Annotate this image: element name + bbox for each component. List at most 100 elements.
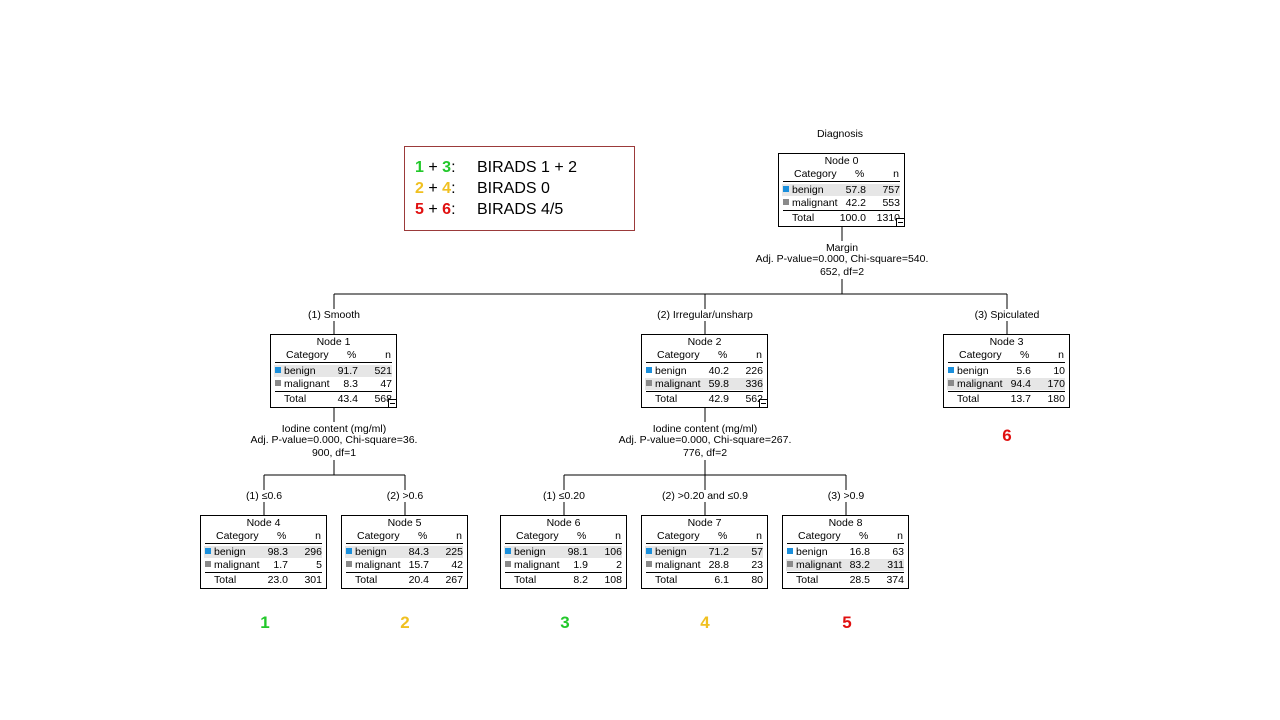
row-pct: 100.0 xyxy=(839,212,866,224)
row-pct: 15.7 xyxy=(408,559,429,571)
row-n: 757 xyxy=(882,184,900,196)
row-category: benign xyxy=(284,365,316,377)
row-pct: 8.3 xyxy=(343,378,358,390)
row-pct: 71.2 xyxy=(708,546,729,558)
split-variable: Iodine content (mg/ml) xyxy=(281,423,387,435)
legend-plus: + xyxy=(428,159,438,176)
row-category: Total xyxy=(655,574,678,586)
row-category: Total xyxy=(957,393,980,405)
header-divider xyxy=(646,362,763,363)
row-n: 1310 xyxy=(876,212,900,224)
row-category: benign xyxy=(655,546,687,558)
row-n: 57 xyxy=(751,546,763,558)
row-malignant: malignant 15.7 42 xyxy=(345,559,463,571)
row-total: Total 23.0 301 xyxy=(204,574,322,586)
legend-plus: + xyxy=(428,201,438,218)
group-number: 4 xyxy=(700,613,710,632)
header-divider xyxy=(275,362,392,363)
row-n: 108 xyxy=(604,574,622,586)
row-pct: 20.4 xyxy=(408,574,429,586)
row-n: 2 xyxy=(616,559,622,571)
collapse-toggle[interactable] xyxy=(896,218,905,227)
split-stats-cont: 900, df=1 xyxy=(311,447,357,459)
row-category: Total xyxy=(655,393,678,405)
row-category: malignant xyxy=(792,197,838,209)
row-n: 80 xyxy=(751,574,763,586)
row-malignant: malignant 42.2 553 xyxy=(782,197,900,209)
row-n: 568 xyxy=(374,393,392,405)
total-divider xyxy=(646,572,763,573)
legend-label: BIRADS 4/5 xyxy=(477,201,564,218)
benign-swatch xyxy=(346,548,352,554)
row-malignant: malignant 1.7 5 xyxy=(204,559,322,571)
row-pct: 5.6 xyxy=(1016,365,1031,377)
row-malignant: malignant 28.8 23 xyxy=(645,559,763,571)
legend-group-a: 5 xyxy=(415,201,424,218)
tree-node-5: Node 5 Category % n benign 84.3 225 mali… xyxy=(341,515,468,589)
row-category: Total xyxy=(796,574,819,586)
group-number: 6 xyxy=(1002,426,1012,445)
row-category: malignant xyxy=(796,559,842,571)
row-pct: 91.7 xyxy=(337,365,358,377)
header-category: Category xyxy=(216,530,259,542)
row-benign: benign 57.8 757 xyxy=(782,184,900,196)
collapse-toggle[interactable] xyxy=(388,399,397,408)
node-header: Category % n xyxy=(201,530,326,542)
collapse-toggle[interactable] xyxy=(759,399,768,408)
row-pct: 84.3 xyxy=(408,546,429,558)
header-n: n xyxy=(1058,349,1064,361)
row-pct: 94.4 xyxy=(1010,378,1031,390)
row-category: malignant xyxy=(655,378,701,390)
row-benign: benign 98.3 296 xyxy=(204,546,322,558)
row-pct: 83.2 xyxy=(849,559,870,571)
row-pct: 98.1 xyxy=(567,546,588,558)
branch-label: (1) ≤0.20 xyxy=(524,490,604,502)
total-divider xyxy=(948,391,1065,392)
row-n: 42 xyxy=(451,559,463,571)
group-number: 1 xyxy=(260,613,270,632)
malignant-swatch xyxy=(205,561,211,567)
legend-colon: : xyxy=(451,201,456,218)
node-header: Category % n xyxy=(342,530,467,542)
header-n: n xyxy=(615,530,621,542)
malignant-swatch xyxy=(646,380,652,386)
row-pct: 57.8 xyxy=(845,184,866,196)
node-title: Node 3 xyxy=(989,336,1024,348)
split-stats: Adj. P-value=0.000, Chi-square=267. xyxy=(618,434,792,446)
row-pct: 42.2 xyxy=(845,197,866,209)
row-n: 47 xyxy=(380,378,392,390)
total-divider xyxy=(205,572,322,573)
row-total: Total 13.7 180 xyxy=(947,393,1065,405)
row-category: Total xyxy=(792,212,815,224)
header-n: n xyxy=(756,530,762,542)
legend-box: 1 + 3: BIRADS 1 + 2 2 + 4: BIRADS 0 5 + … xyxy=(404,146,635,231)
row-benign: benign 91.7 521 xyxy=(274,365,392,377)
row-n: 5 xyxy=(316,559,322,571)
row-n: 301 xyxy=(304,574,322,586)
branch-label: (1) Smooth xyxy=(274,309,394,321)
total-divider xyxy=(346,572,463,573)
row-n: 225 xyxy=(445,546,463,558)
split-stats: Adj. P-value=0.000, Chi-square=36. xyxy=(250,434,418,446)
malignant-swatch xyxy=(783,199,789,205)
row-n: 521 xyxy=(374,365,392,377)
row-pct: 13.7 xyxy=(1010,393,1031,405)
row-n: 106 xyxy=(604,546,622,558)
row-pct: 6.1 xyxy=(714,574,729,586)
tree-node-0: Node 0 Category % n benign 57.8 757 mali… xyxy=(778,153,905,227)
header-divider xyxy=(646,543,763,544)
malignant-swatch xyxy=(948,380,954,386)
header-n: n xyxy=(385,349,391,361)
row-category: Total xyxy=(355,574,378,586)
row-category: benign xyxy=(792,184,824,196)
header-pct: % xyxy=(718,349,728,361)
benign-swatch xyxy=(205,548,211,554)
row-n: 170 xyxy=(1047,378,1065,390)
malignant-swatch xyxy=(346,561,352,567)
benign-swatch xyxy=(646,548,652,554)
row-pct: 98.3 xyxy=(267,546,288,558)
header-n: n xyxy=(897,530,903,542)
row-category: benign xyxy=(796,546,828,558)
tree-node-1: Node 1 Category % n benign 91.7 521 mali… xyxy=(270,334,397,408)
header-pct: % xyxy=(277,530,287,542)
